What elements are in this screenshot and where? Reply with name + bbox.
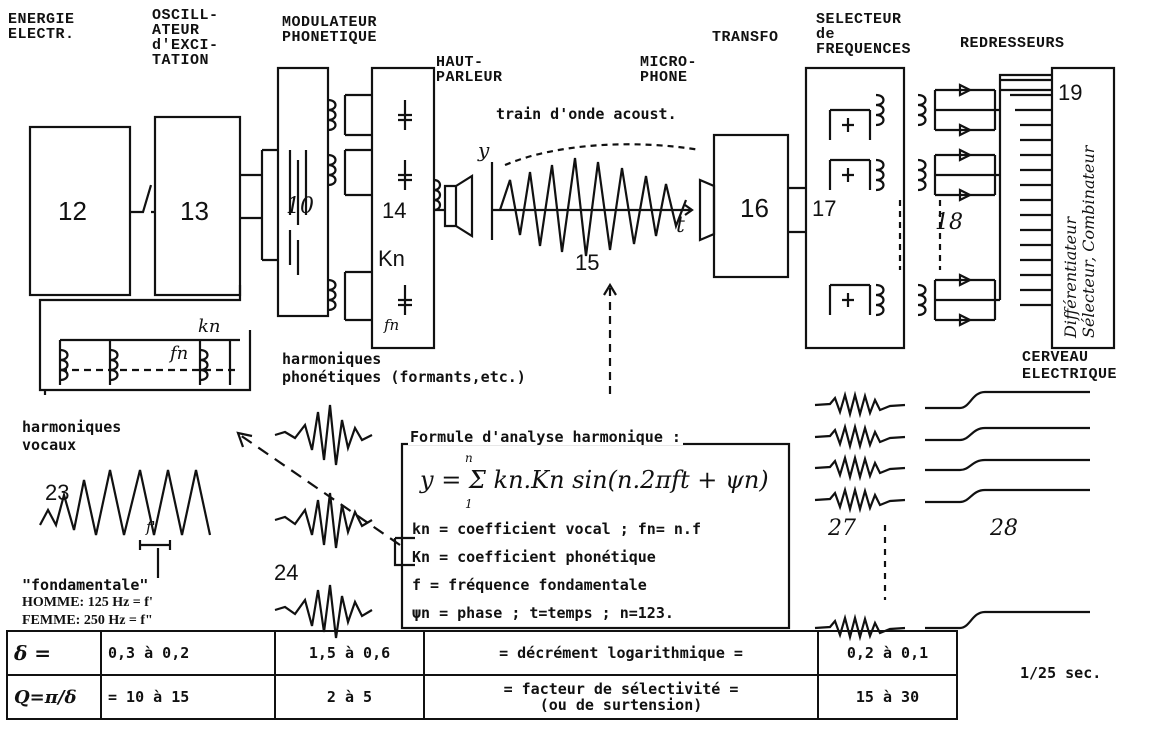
label-18: 18 (935, 210, 963, 235)
parameter-table: δ = 0,3 à 0,2 1,5 à 0,6 = décrément loga… (6, 630, 958, 720)
label-femme: FEMME: 250 Hz = f" (22, 613, 153, 628)
table-cell: δ = (6, 630, 102, 676)
formula-line-2: Kn = coefficient phonétique (412, 548, 656, 566)
label-train-onde: train d'onde acoust. (496, 105, 677, 123)
formula-sum-bottom: 1 (465, 497, 473, 511)
label-27: 27 (828, 516, 856, 541)
header-redresseurs: REDRESSEURS (960, 35, 1065, 52)
label-16: 16 (740, 193, 769, 223)
label-12: 12 (58, 196, 87, 226)
modulator-right-box (370, 66, 436, 350)
header-haut-parleur: HAUT- PARLEUR (436, 54, 503, 86)
header-modulateur: MODULATEUR PHONETIQUE (282, 14, 378, 46)
table-cell: 0,2 à 0,1 (817, 630, 958, 676)
label-cerveau: CERVEAU ELECTRIQUE (1022, 349, 1118, 383)
header-microphone: MICRO- PHONE (640, 54, 698, 86)
formula-equation: y = Σ kn.Kn sin(n.2πft + ψn) (420, 466, 769, 494)
table-cell: Q=π/δ (6, 674, 102, 720)
label-t-axis: t (676, 213, 685, 238)
block-19-box (1050, 66, 1116, 350)
table-cell: 2 à 5 (274, 674, 425, 720)
header-oscillateur: OSCILL- ATEUR d'EXCI- TATION (152, 7, 219, 69)
label-10: 10 (286, 194, 314, 219)
label-19: 19 (1058, 80, 1083, 105)
label-15: 15 (575, 250, 600, 275)
header-energie: ENERGIE ELECTR. (8, 11, 75, 43)
label-homme: HOMME: 125 Hz = f' (22, 595, 153, 610)
header-selecteur: SELECTEUR de FREQUENCES (816, 11, 912, 58)
formula-line-4: ψn = phase ; t=temps ; n=123. (412, 604, 674, 622)
modulator-left-box (276, 66, 330, 318)
label-fn-modulator: fn (384, 316, 400, 334)
table-cell: 1,5 à 0,6 (274, 630, 425, 676)
label-fondamentale: "fondamentale" (22, 576, 149, 594)
label-sec: 1/25 sec. (1020, 664, 1102, 682)
formula-sum-top: n (465, 451, 473, 465)
block-16-box (712, 133, 790, 279)
table-cell: = facteur de sélectivité = (ou de surten… (423, 674, 819, 720)
table-cell: = 10 à 15 (100, 674, 276, 720)
label-13: 13 (180, 196, 209, 226)
table-cell: 0,3 à 0,2 (100, 630, 276, 676)
label-23: 23 (45, 480, 70, 505)
label-y-axis: y (478, 138, 490, 162)
table-cell: = décrément logarithmique = (423, 630, 819, 676)
table-row-decrement: δ = 0,3 à 0,2 1,5 à 0,6 = décrément loga… (6, 630, 958, 676)
label-harmoniques-phonetiques: harmoniques phonétiques (formants,etc.) (282, 350, 526, 386)
label-28: 28 (990, 516, 1018, 541)
label-f-prime: f' (146, 518, 156, 536)
formula-line-1: kn = coefficient vocal ; fn= n.f (412, 520, 701, 538)
label-differentiateur: Différentiateur Sélecteur, Combinateur (1061, 145, 1099, 338)
label-fn-excitation: fn (170, 343, 189, 364)
formula-title: Formule d'analyse harmonique : (408, 428, 683, 446)
block-13-box (153, 115, 242, 297)
label-17: 17 (812, 196, 837, 221)
label-harmoniques-vocaux: harmoniques vocaux (22, 418, 122, 454)
label-kn-excitation: kn (198, 316, 221, 337)
label-14: 14 (382, 198, 407, 223)
formula-line-3: f = fréquence fondamentale (412, 576, 647, 594)
table-cell: 15 à 30 (817, 674, 958, 720)
table-row-selectivite: Q=π/δ = 10 à 15 2 à 5 = facteur de sélec… (6, 674, 958, 720)
label-Kn-big: Kn (378, 246, 405, 271)
header-transfo: TRANSFO (712, 29, 779, 46)
selector-box (804, 66, 906, 350)
label-24: 24 (274, 560, 299, 585)
